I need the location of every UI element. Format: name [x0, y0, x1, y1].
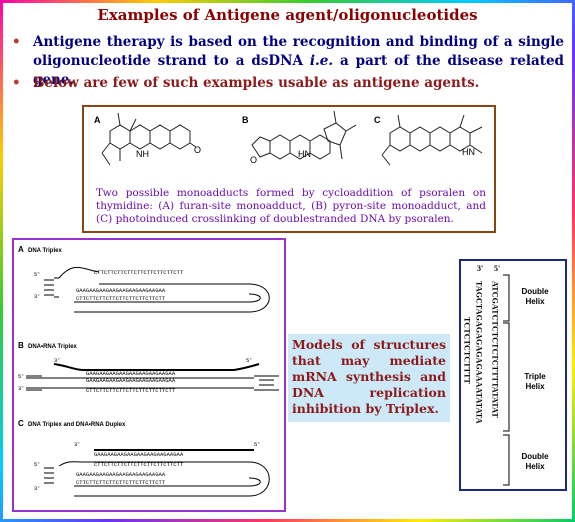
psoralen-caption: Two possible monoadducts formed by cyclo… — [96, 187, 486, 225]
structure-a — [101, 112, 197, 166]
end-label: 3' — [18, 385, 25, 392]
end-label: 5' — [254, 441, 261, 448]
atom-label: O — [250, 155, 258, 165]
structure-label-c: C — [374, 115, 381, 125]
bullet-text: Below are few of such examples usable as… — [33, 75, 480, 91]
purine-strand-seq: GAAGAAGAAGAAGAAGAAGAAGAAGAA — [86, 370, 176, 377]
atom-label: NH — [136, 149, 149, 159]
region-brackets — [503, 274, 510, 486]
section-letter-c: C — [18, 419, 24, 428]
pyrimidine-strand-seq: CTTCTTCTTCTTCTTCTTCTTCTTCTT — [86, 387, 176, 394]
psoralen-structures-drawing — [101, 110, 483, 166]
end-label: 3' — [74, 441, 81, 448]
end-label: 3' — [34, 293, 41, 300]
rna-strand-seq: GAAGAAGAAGAAGAAGAAGAAGAAGAA — [94, 451, 184, 458]
purine-strand-seq: GAAGAAGAAGAAGAAGAAGAAGAAGAA — [76, 287, 166, 294]
section-title-c: DNA Triplex and DNA•RNA Duplex — [28, 422, 126, 428]
bullet-antigene-therapy: • Antigene therapy is based on the recog… — [12, 33, 564, 90]
end-label: 5' — [34, 271, 41, 278]
bullet-marker: • — [12, 75, 21, 91]
helix-diagram-panel: 3' 5' TAGCTAGAGAGAGAGAAAATATATA ATCGATCT… — [459, 259, 567, 491]
end-label: 5' — [246, 357, 253, 364]
section-letter-a: A — [18, 245, 24, 254]
end-label: 5' — [18, 373, 25, 380]
purine-strand-seq: GAAGAAGAAGAAGAAGAAGAAGAAGAA — [86, 377, 176, 384]
structure-label-a: A — [94, 115, 101, 125]
section-letter-b: B — [18, 341, 24, 350]
models-description: Models of structures that may mediate mR… — [288, 334, 450, 422]
bullet-text: Antigene therapy is based on the recogni… — [33, 34, 564, 88]
helix-end-label: 5' — [494, 264, 500, 273]
purine-strand-seq: GAAGAAGAAGAAGAAGAAGAAGAAGAA — [76, 471, 166, 478]
slide-title: Examples of Antigene agent/oligonucleoti… — [97, 6, 478, 24]
bullet-marker: • — [12, 34, 21, 50]
third-strand-seq: CTTCTTCTTCTTCTTCTTCTTCTTCTT — [94, 461, 184, 468]
structure-c — [381, 114, 483, 166]
end-label: 3' — [34, 485, 41, 492]
helix-strand-1: TAGCTAGAGAGAGAGAAAATATATA — [475, 281, 484, 424]
atom-label: O — [194, 145, 202, 155]
helix-diagram-drawing: 3' 5' TAGCTAGAGAGAGAGAAAATATATA ATCGATCT… — [463, 264, 549, 486]
structure-b — [251, 110, 357, 160]
end-label: 3' — [54, 357, 61, 364]
triplex-models-panel: A DNA Triplex 5' 3' CTTCTTCTTCTTCTTCTTCT… — [12, 238, 286, 512]
pyrimidine-strand-seq: CTTCTTCTTCTTCTTCTTCTTCTTCTT — [76, 295, 166, 302]
section-title-b: DNA•RNA Triplex — [28, 344, 78, 350]
third-strand-seq: CTTCTTCTTCTTCTTCTTCTTCTTCTT — [94, 269, 184, 276]
helix-strand-3: TCTCTCTCTTTT — [463, 317, 472, 385]
atom-label: HN — [298, 149, 311, 159]
helix-end-label: 3' — [477, 264, 483, 273]
helix-strand-2: ATCGATCTCTCTCTCTTTTATATAT — [491, 281, 500, 418]
bullet-examples: • Below are few of such examples usable … — [12, 74, 564, 93]
triplex-models-drawing: A DNA Triplex 5' 3' CTTCTTCTTCTTCTTCTTCT… — [18, 245, 279, 497]
section-title-a: DNA Triplex — [28, 248, 62, 254]
psoralen-structures-panel: A B C NH O HN O HN Two possible monoaddu… — [82, 105, 496, 233]
structure-label-b: B — [242, 115, 249, 125]
atom-label: HN — [462, 147, 475, 157]
end-label: 5' — [34, 461, 41, 468]
pyrimidine-strand-seq: CTTCTTCTTCTTCTTCTTCTTCTTCTT — [76, 479, 166, 486]
